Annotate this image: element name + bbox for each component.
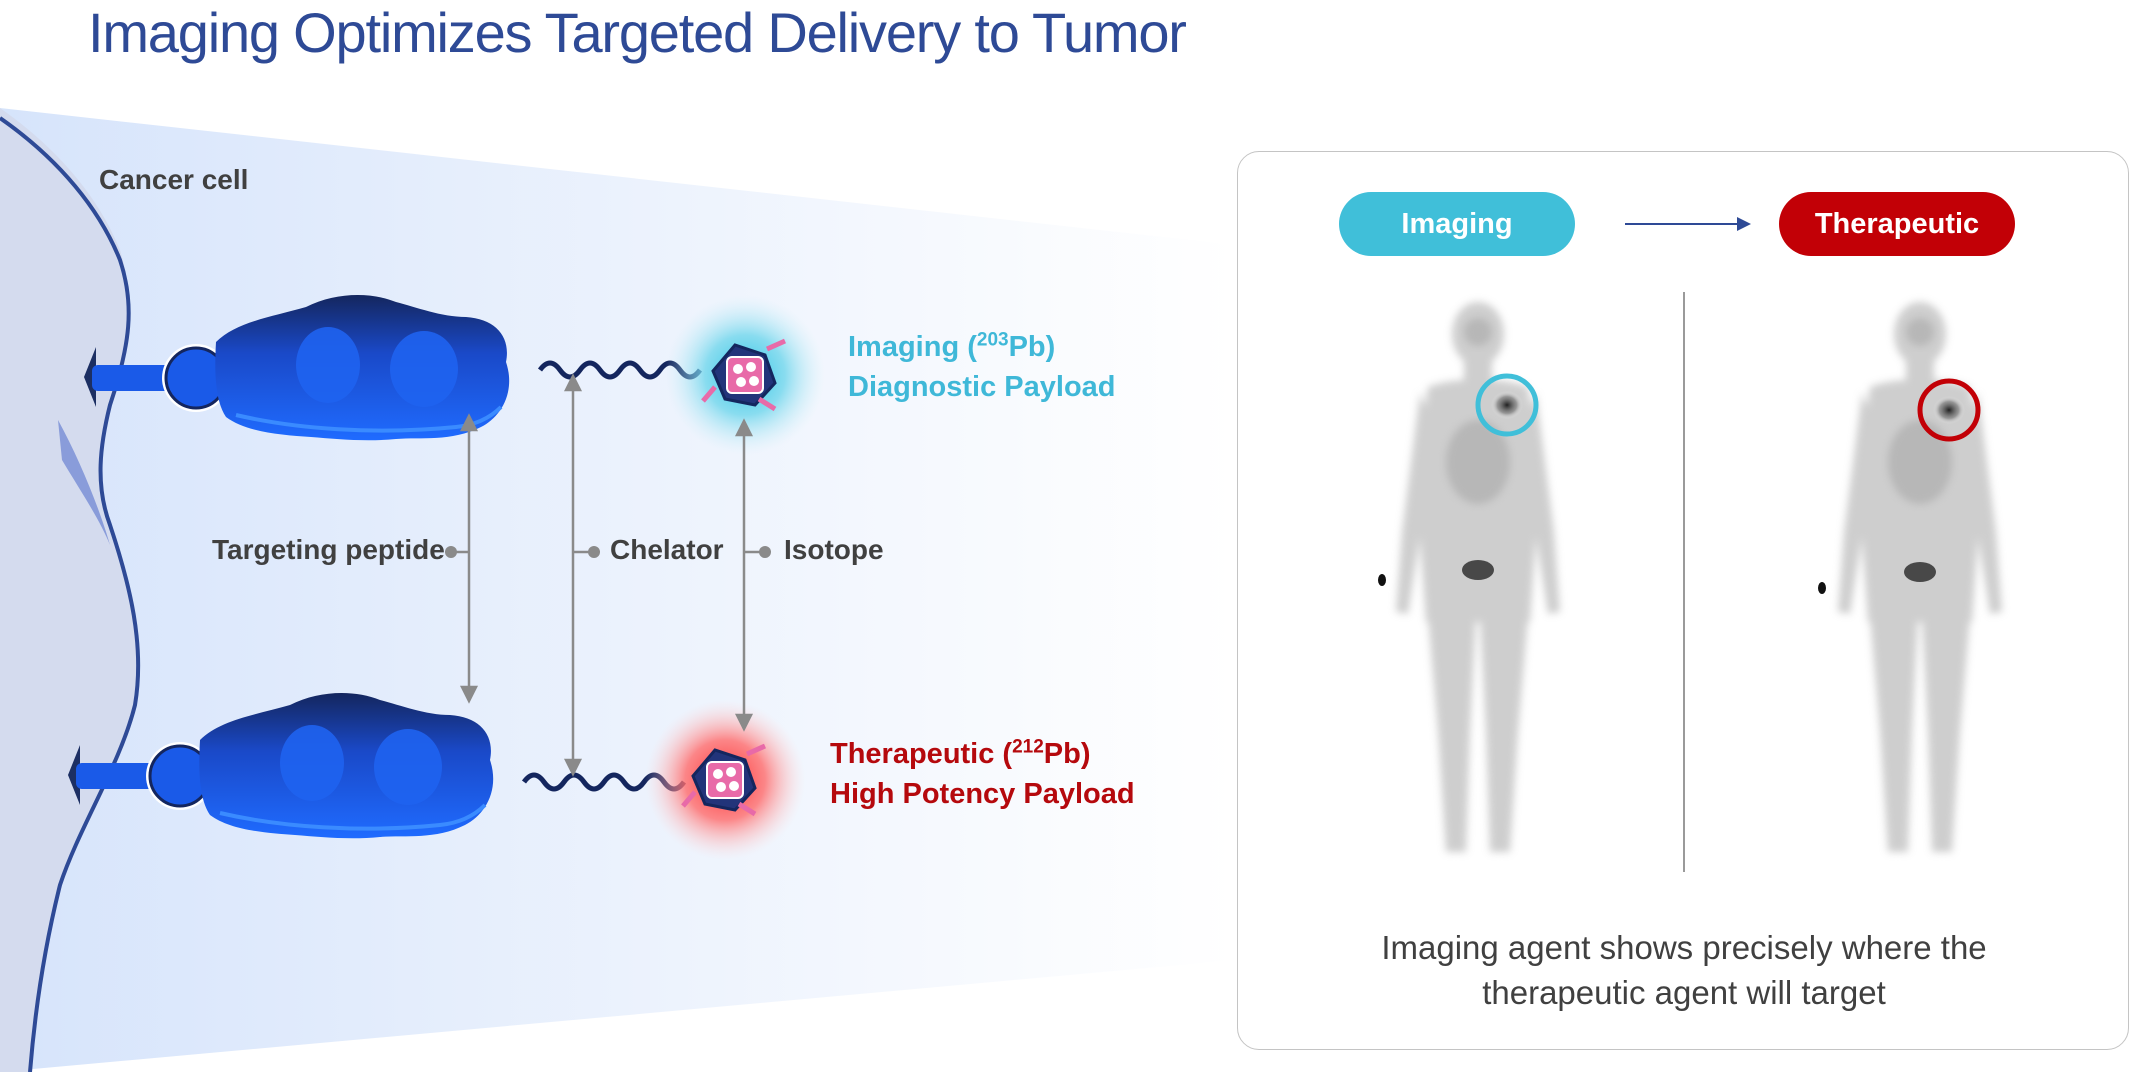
imaging-scan xyxy=(1378,302,1560,852)
therapeutic-payload-label: Therapeutic (212Pb) High Potency Payload xyxy=(830,734,1135,814)
imaging-pill: Imaging xyxy=(1339,192,1575,256)
scan-divider xyxy=(1683,292,1685,872)
imaging-comparison-panel: Imaging Therapeutic xyxy=(1237,151,2129,1050)
imaging-payload-prefix: Imaging ( xyxy=(848,331,977,363)
arrow-right-icon xyxy=(1625,217,1751,231)
cell-membrane xyxy=(0,116,141,1072)
targeting-peptide-label: Targeting peptide xyxy=(212,534,445,565)
imaging-isotope-mass: 203 xyxy=(976,329,1009,351)
therapeutic-payload-line2: High Potency Payload xyxy=(830,778,1135,810)
therapeutic-payload-suffix: Pb) xyxy=(1043,738,1091,770)
page-title: Imaging Optimizes Targeted Delivery to T… xyxy=(88,1,1187,64)
therapeutic-payload-prefix: Therapeutic ( xyxy=(830,738,1013,770)
imaging-payload-label: Imaging (203Pb) Diagnostic Payload xyxy=(848,327,1116,407)
cancer-cell xyxy=(0,108,139,1072)
panel-caption: Imaging agent shows precisely where the … xyxy=(1238,925,2130,1015)
therapeutic-scan xyxy=(1818,302,2002,852)
imaging-tumor-highlight xyxy=(1475,373,1539,437)
caption-line-1: Imaging agent shows precisely where the xyxy=(1381,929,1987,966)
cancer-cell-label: Cancer cell xyxy=(99,164,249,195)
therapeutic-isotope-mass: 212 xyxy=(1012,736,1044,758)
therapeutic-pill: Therapeutic xyxy=(1779,192,2015,256)
imaging-payload-line2: Diagnostic Payload xyxy=(848,371,1116,403)
imaging-payload-suffix: Pb) xyxy=(1008,331,1056,363)
caption-line-2: therapeutic agent will target xyxy=(1482,974,1886,1011)
therapeutic-tumor-highlight xyxy=(1917,378,1981,442)
chelator-label: Chelator xyxy=(610,534,724,565)
isotope-label: Isotope xyxy=(784,534,884,565)
zoom-beam xyxy=(0,108,1235,1072)
